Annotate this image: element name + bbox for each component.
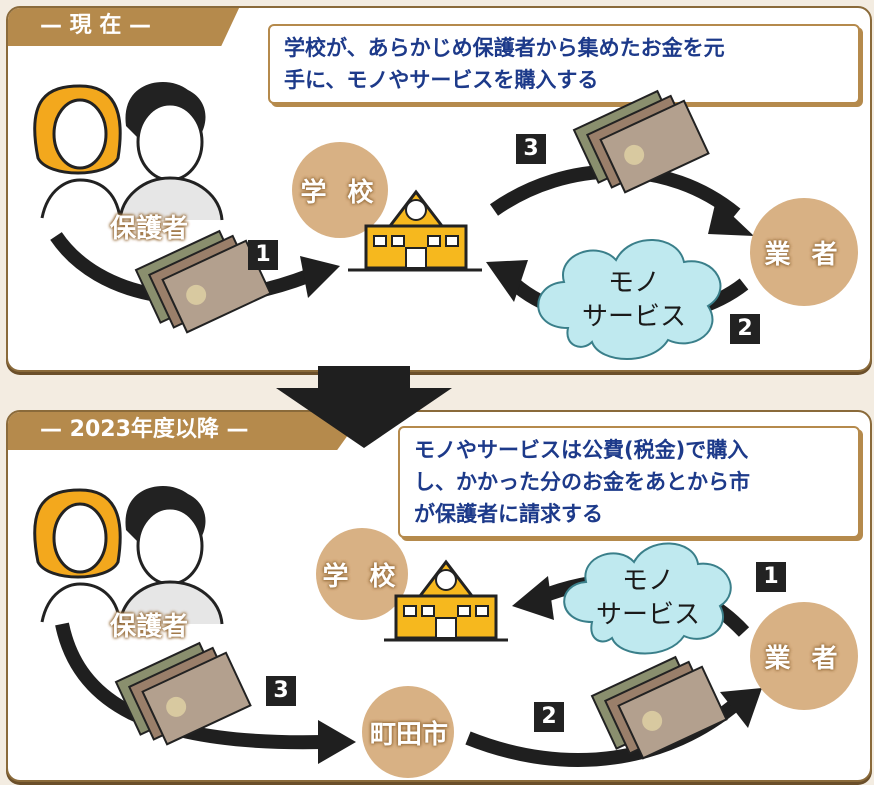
guardian-woman-icon bbox=[33, 488, 122, 623]
services-line: サービス bbox=[595, 600, 700, 630]
goods-services-cloud bbox=[563, 542, 732, 655]
step-2-badge: 2 bbox=[730, 314, 760, 344]
goods-services-text: モノ サービス bbox=[564, 266, 704, 334]
step-3-badge: 3 bbox=[516, 134, 546, 164]
current-callout-line-1: 学校が、あらかじめ保護者から集めたお金を元 bbox=[284, 36, 725, 60]
city-circle bbox=[362, 686, 454, 778]
current-diagram bbox=[33, 81, 858, 360]
school-label: 学 校 bbox=[300, 178, 380, 208]
services-line: サービス bbox=[581, 302, 686, 332]
guardian-man-icon bbox=[118, 485, 224, 625]
future-callout: モノやサービスは公費(税金)で購入 し、かかった分のお金をあとから市 が保護者に… bbox=[398, 426, 860, 538]
future-callout-line-2: し、かかった分のお金をあとから市 bbox=[414, 470, 750, 494]
step-2-badge: 2 bbox=[534, 702, 564, 732]
current-flow-panel: — 現 在 — 学校が、あらかじめ保護者から集めたお金を元 手に、モノやサービス… bbox=[6, 6, 872, 372]
money-icon bbox=[134, 229, 272, 334]
vendor-label: 業 者 bbox=[764, 240, 844, 270]
goods-line: モノ bbox=[621, 566, 674, 596]
school-building-icon bbox=[384, 559, 508, 642]
city-label: 町田市 bbox=[369, 720, 448, 750]
vendor-circle bbox=[750, 602, 858, 710]
money-icon bbox=[114, 641, 252, 746]
guardian-woman-icon bbox=[33, 84, 122, 219]
future-diagram bbox=[33, 485, 858, 778]
goods-services-cloud bbox=[537, 239, 722, 360]
guardian-man-icon bbox=[118, 81, 224, 221]
step-3-badge: 3 bbox=[266, 676, 296, 706]
step-1-badge: 1 bbox=[248, 240, 278, 270]
goods-services-text: モノ サービス bbox=[578, 564, 718, 632]
money-icon bbox=[572, 89, 710, 194]
money-icon bbox=[590, 655, 728, 760]
school-building-icon bbox=[348, 189, 482, 272]
current-callout: 学校が、あらかじめ保護者から集めたお金を元 手に、モノやサービスを購入する bbox=[268, 24, 860, 104]
school-circle bbox=[292, 142, 388, 238]
future-callout-line-3: が保護者に請求する bbox=[414, 502, 603, 526]
future-flow-panel: — 2023年度以降 — モノやサービスは公費(税金)で購入 し、かかった分のお… bbox=[6, 410, 872, 782]
school-label: 学 校 bbox=[322, 562, 402, 592]
current-tab: — 現 在 — bbox=[8, 8, 240, 46]
school-circle bbox=[316, 528, 408, 620]
goods-line: モノ bbox=[607, 268, 660, 298]
step-1-badge: 1 bbox=[756, 562, 786, 592]
guardian-label: 保護者 bbox=[110, 214, 189, 244]
current-callout-line-2: 手に、モノやサービスを購入する bbox=[284, 68, 599, 92]
guardian-label: 保護者 bbox=[110, 612, 189, 642]
vendor-circle bbox=[750, 198, 858, 306]
vendor-label: 業 者 bbox=[764, 644, 844, 674]
future-callout-line-1: モノやサービスは公費(税金)で購入 bbox=[414, 438, 749, 462]
